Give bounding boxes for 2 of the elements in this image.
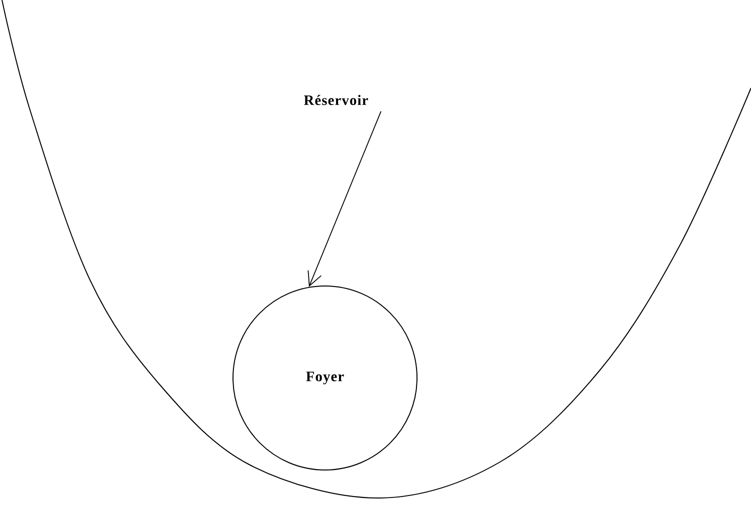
callout-label: Réservoir	[304, 94, 368, 106]
arrow	[308, 110, 382, 287]
